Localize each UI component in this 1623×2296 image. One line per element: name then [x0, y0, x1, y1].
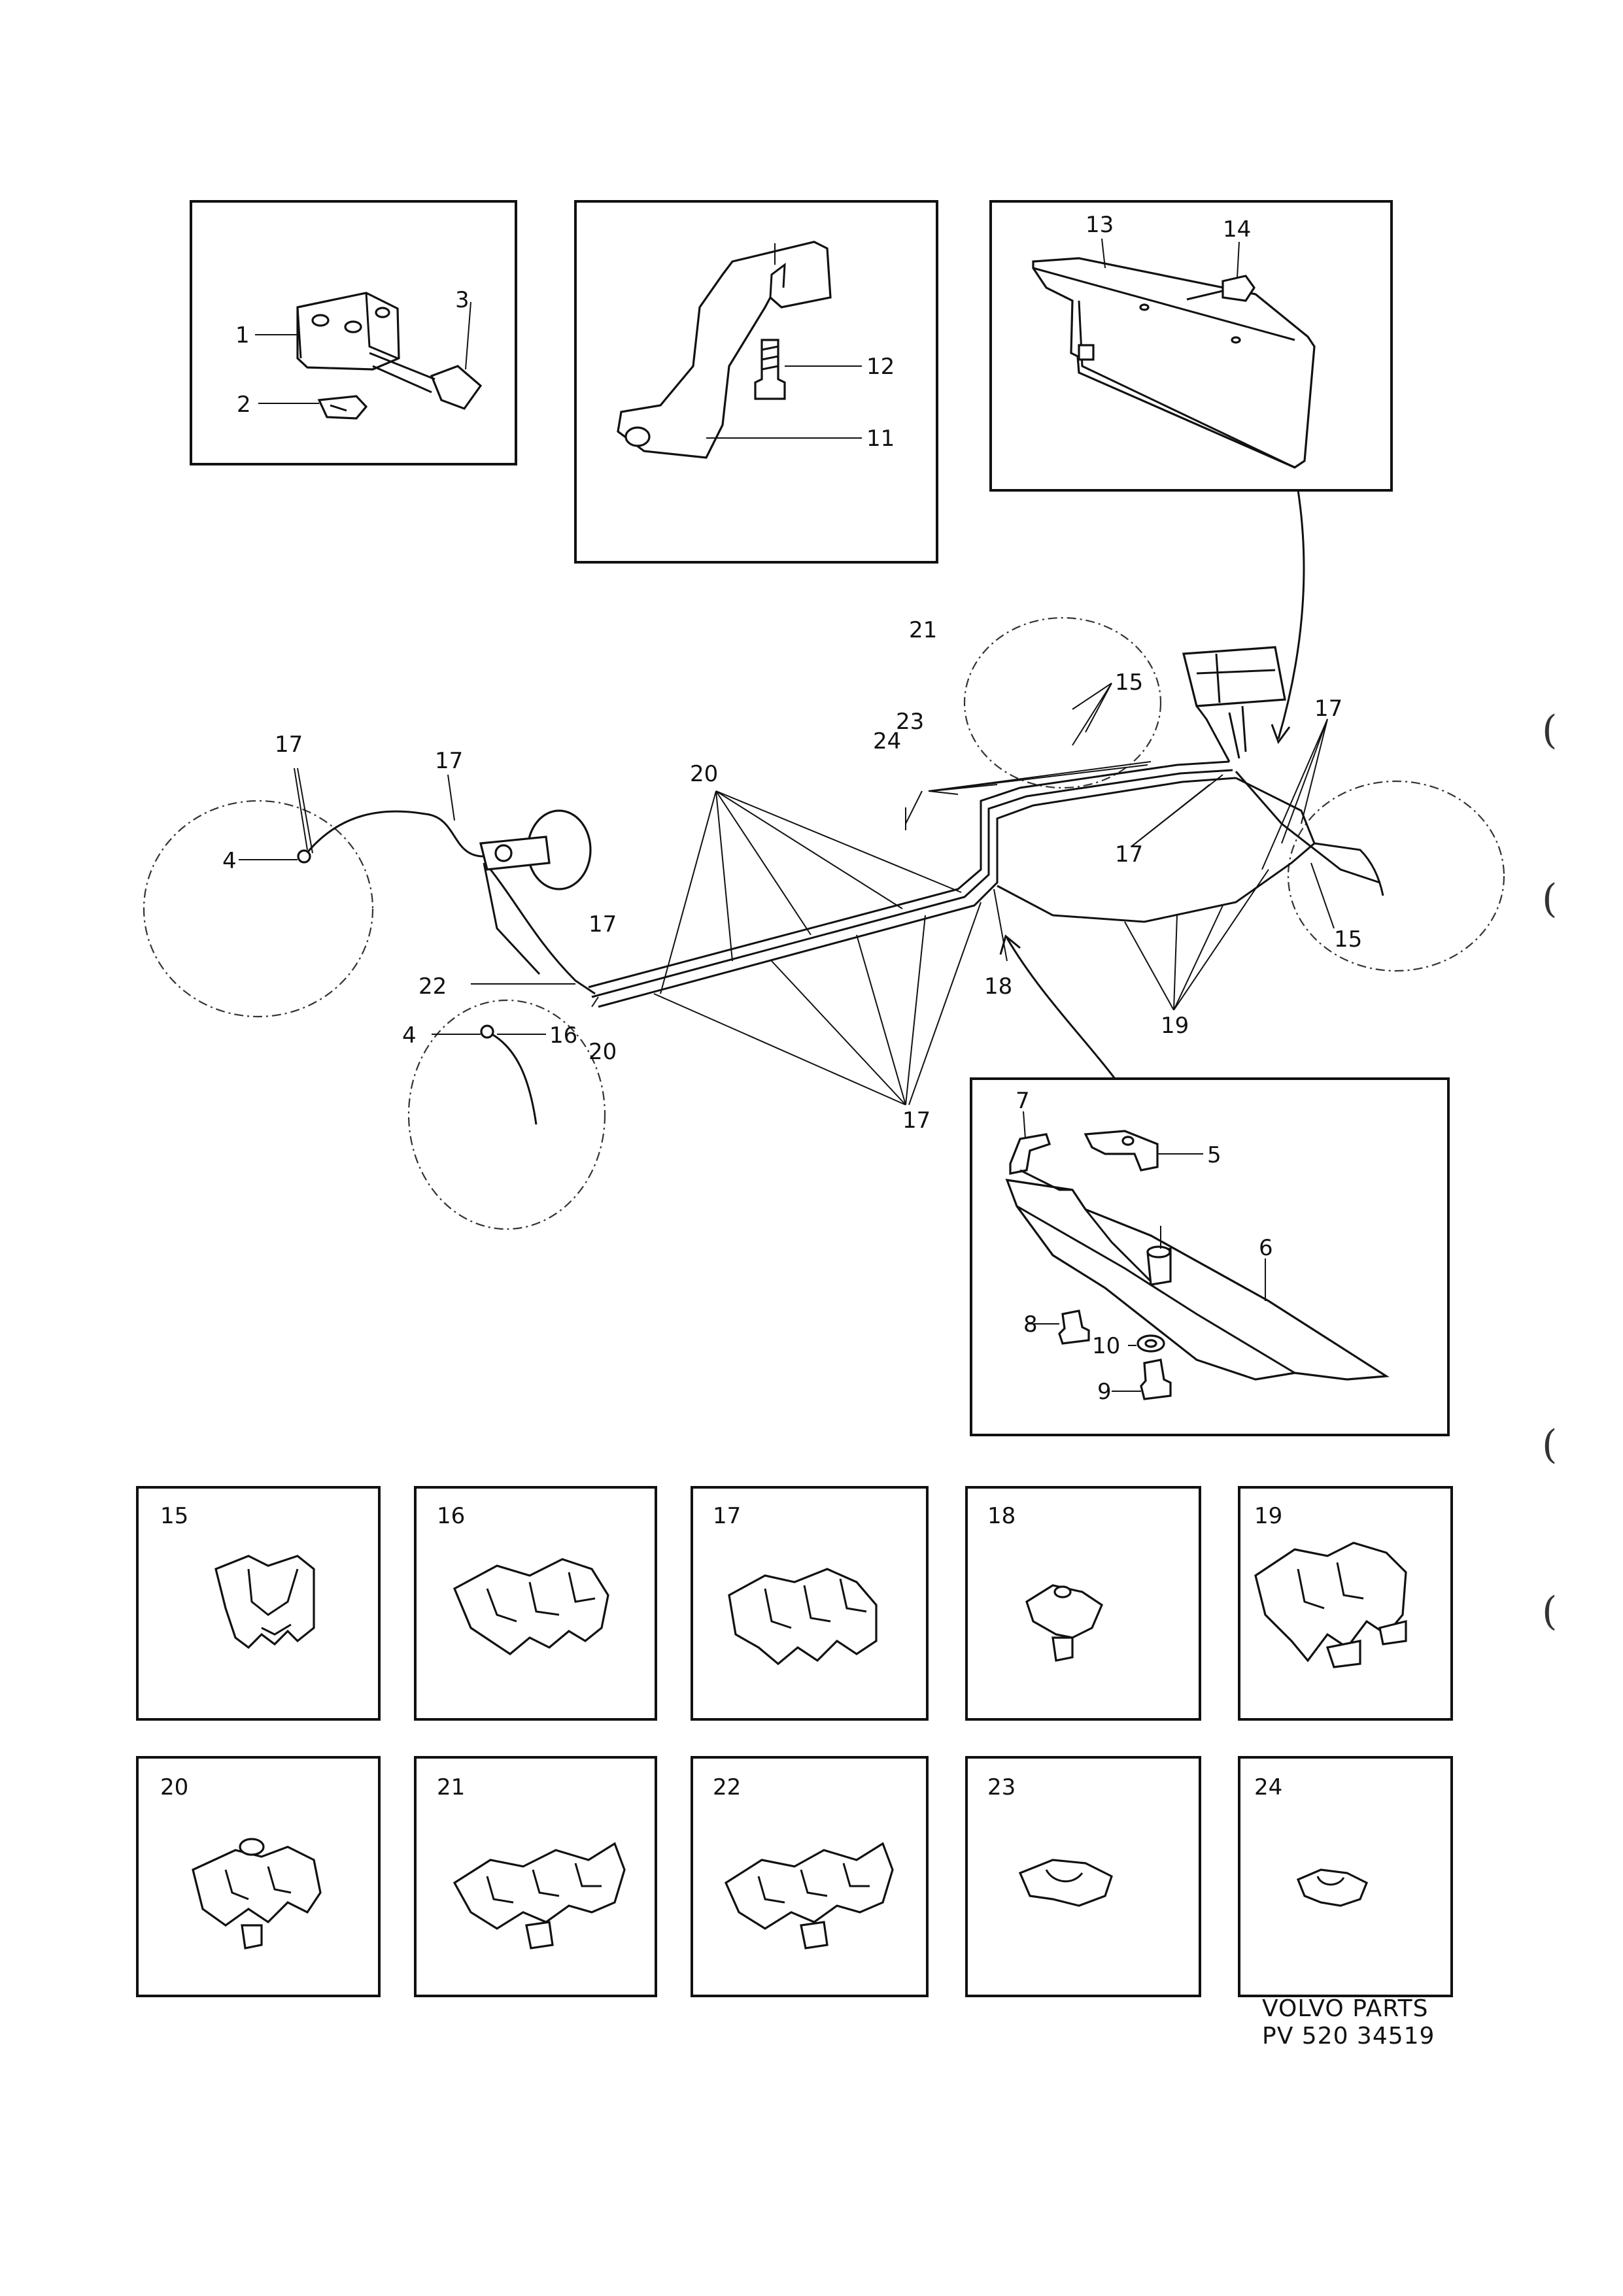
clip-tile-22: 22 — [691, 1756, 929, 1997]
callout-20-bottom: 20 — [589, 1039, 617, 1065]
plate-part-13 — [1032, 257, 1316, 469]
clamp-part-5 — [1084, 1130, 1159, 1172]
clip-tile-21: 21 — [414, 1756, 657, 1997]
pointer-arrow-lower — [1006, 937, 1116, 1079]
leader-lines — [239, 683, 1335, 1106]
callout-17-center: 17 — [589, 911, 617, 937]
clip-tile-15: 15 — [136, 1486, 381, 1721]
brake-line-assembly: 21 15 23 24 17 17 17 17 17 17 20 20 4 4 … — [143, 616, 1505, 1230]
callout-23: 23 — [896, 709, 924, 735]
pointer-arrow-right — [1277, 490, 1305, 739]
clip-part-2 — [317, 395, 368, 420]
detail-box-shield: 7 5 6 8 10 9 — [970, 1077, 1450, 1436]
clip-tile-19: 19 — [1238, 1486, 1453, 1721]
callout-16: 16 — [549, 1022, 577, 1049]
parts-reference: VOLVO PARTS PV 520 34519 — [1262, 1995, 1435, 2050]
callout-12: 12 — [866, 354, 895, 380]
callout-4-left: 4 — [222, 848, 237, 874]
margin-mark: ( — [1542, 876, 1558, 922]
callout-8: 8 — [1023, 1311, 1038, 1338]
detail-box-bracket: 1 2 3 — [190, 200, 517, 465]
callout-2: 2 — [237, 392, 251, 418]
wheel-front-left — [143, 800, 374, 1018]
detail-box-support: 12 11 — [574, 200, 938, 564]
clip-tile-20: 20 — [136, 1756, 381, 1997]
callout-5: 5 — [1207, 1142, 1222, 1168]
footer-number: PV 520 34519 — [1262, 2023, 1435, 2050]
callout-20-top: 20 — [690, 761, 718, 787]
callout-10: 10 — [1092, 1333, 1120, 1359]
master-cylinder — [479, 836, 551, 871]
bolt-part-8 — [1058, 1309, 1090, 1345]
footer-brand: VOLVO PARTS — [1262, 1995, 1429, 2022]
callout-15-top: 15 — [1115, 669, 1143, 696]
callout-19: 19 — [1161, 1013, 1189, 1039]
svg-text:15: 15 — [160, 1503, 188, 1529]
svg-text:23: 23 — [987, 1774, 1016, 1800]
support-part-11 — [617, 241, 832, 459]
callout-22: 22 — [419, 973, 447, 1000]
clip-tile-17: 17 — [691, 1486, 929, 1721]
callout-13: 13 — [1085, 212, 1114, 238]
callout-21: 21 — [909, 617, 937, 643]
callout-4-right: 4 — [402, 1022, 417, 1049]
wheel-rear-right — [1287, 780, 1505, 972]
callout-1: 1 — [235, 322, 250, 348]
callout-18: 18 — [984, 973, 1012, 1000]
callout-15-rear: 15 — [1334, 926, 1362, 953]
margin-mark: ( — [1542, 1422, 1558, 1468]
svg-text:20: 20 — [160, 1774, 188, 1800]
screw-part-14 — [1222, 275, 1256, 302]
svg-text:21: 21 — [437, 1774, 465, 1800]
pipe-part-7 — [1009, 1133, 1051, 1175]
callout-9: 9 — [1097, 1379, 1112, 1405]
callout-3: 3 — [455, 287, 470, 313]
detail-box-plate: 13 14 — [989, 200, 1393, 492]
svg-text:19: 19 — [1254, 1503, 1282, 1529]
clip-tile-23: 23 — [965, 1756, 1201, 1997]
callout-17-bottom: 17 — [902, 1107, 931, 1134]
svg-text:17: 17 — [713, 1503, 741, 1529]
bolt-part-3 — [430, 365, 483, 410]
callout-17-mid: 17 — [435, 748, 463, 774]
wheel-front-right — [407, 999, 606, 1230]
bolt-part-9 — [1140, 1359, 1172, 1400]
callout-6: 6 — [1259, 1235, 1273, 1261]
callout-17-right: 17 — [1314, 696, 1342, 722]
margin-mark: ( — [1542, 1589, 1558, 1634]
bolt-part-12 — [754, 339, 786, 400]
callout-7: 7 — [1016, 1088, 1030, 1114]
callout-17-rear: 17 — [1115, 841, 1143, 868]
wheel-rear-left — [963, 616, 1162, 789]
clip-tile-18: 18 — [965, 1486, 1201, 1721]
svg-text:16: 16 — [437, 1503, 465, 1529]
callout-17-left: 17 — [275, 732, 303, 758]
callout-14: 14 — [1223, 216, 1251, 243]
svg-text:24: 24 — [1254, 1774, 1282, 1800]
pressure-valve — [1182, 646, 1286, 707]
callout-24: 24 — [873, 728, 901, 754]
clip-tile-24: 24 — [1238, 1756, 1453, 1997]
clip-tile-16: 16 — [414, 1486, 657, 1721]
callout-11: 11 — [866, 426, 895, 452]
margin-mark: ( — [1542, 707, 1558, 753]
svg-text:22: 22 — [713, 1774, 741, 1800]
svg-text:18: 18 — [987, 1503, 1016, 1529]
